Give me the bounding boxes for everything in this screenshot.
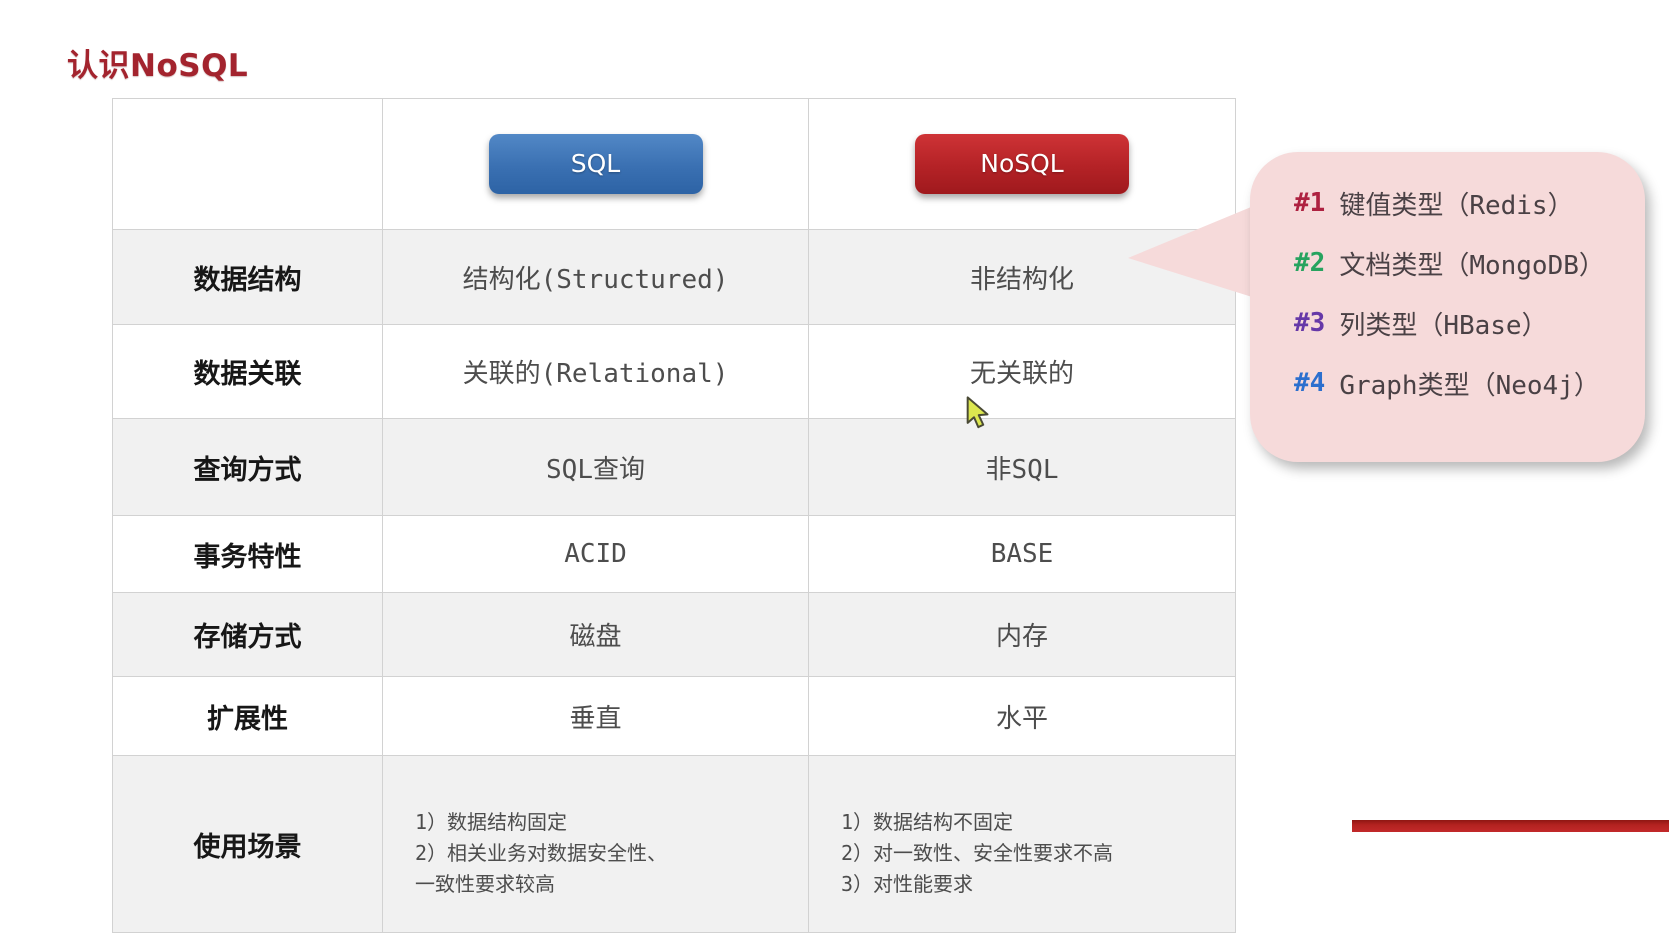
sql-cell: SQL查询 <box>382 418 809 516</box>
sql-cell: ACID <box>382 515 809 593</box>
list-item: #4 Graph类型（Neo4j） <box>1294 364 1625 402</box>
item-number: #2 <box>1294 248 1326 278</box>
nosql-types-callout: #1 键值类型（Redis） #2 文档类型（MongoDB） #3 列类型（H… <box>1250 152 1645 462</box>
row-label: 扩展性 <box>112 676 383 756</box>
list-item: #3 列类型（HBase） <box>1294 304 1625 342</box>
table-row: 查询方式 SQL查询 非SQL <box>112 418 1236 516</box>
table-row: 数据结构 结构化(Structured) 非结构化 <box>112 229 1236 325</box>
row-label: 使用场景 <box>112 755 383 933</box>
table-row: 事务特性 ACID BASE <box>112 515 1236 593</box>
sql-cell: 结构化(Structured) <box>382 229 809 325</box>
sql-cell: 磁盘 <box>382 592 809 677</box>
table-row: 扩展性 垂直 水平 <box>112 676 1236 756</box>
nosql-cell: 无关联的 <box>808 324 1236 419</box>
nosql-cell: 内存 <box>808 592 1236 677</box>
row-label: 查询方式 <box>112 418 383 516</box>
item-number: #3 <box>1294 308 1326 338</box>
nosql-cell: 1）数据结构不固定 2）对一致性、安全性要求不高 3）对性能要求 <box>808 755 1236 933</box>
item-text: 列类型（HBase） <box>1339 310 1548 341</box>
header-nosql-cell: NoSQL <box>808 98 1236 230</box>
header-empty-cell <box>112 98 383 230</box>
table-header-row: SQL NoSQL <box>112 98 1236 230</box>
red-bar-partial <box>1352 820 1669 832</box>
nosql-cell: 非SQL <box>808 418 1236 516</box>
table-row: 使用场景 1）数据结构固定 2）相关业务对数据安全性、 一致性要求较高 1）数据… <box>112 755 1236 933</box>
sql-badge: SQL <box>488 134 703 194</box>
nosql-badge: NoSQL <box>915 134 1129 194</box>
sql-cell: 垂直 <box>382 676 809 756</box>
table-row: 数据关联 关联的(Relational) 无关联的 <box>112 324 1236 419</box>
row-label: 存储方式 <box>112 592 383 677</box>
mouse-cursor-icon <box>966 396 989 429</box>
sql-nosql-comparison-table: SQL NoSQL 数据结构 结构化(Structured) 非结构化 数据关联… <box>112 98 1236 933</box>
header-sql-cell: SQL <box>382 98 809 230</box>
item-text: Graph类型（Neo4j） <box>1339 370 1600 401</box>
table-row: 存储方式 磁盘 内存 <box>112 592 1236 677</box>
row-label: 数据关联 <box>112 324 383 419</box>
page-title: 认识NoSQL <box>67 48 249 84</box>
item-text: 键值类型（Redis） <box>1339 190 1574 221</box>
nosql-cell: 水平 <box>808 676 1236 756</box>
list-item: #1 键值类型（Redis） <box>1294 184 1625 222</box>
sql-cell: 关联的(Relational) <box>382 324 809 419</box>
sql-cell: 1）数据结构固定 2）相关业务对数据安全性、 一致性要求较高 <box>382 755 809 933</box>
item-number: #1 <box>1294 188 1326 218</box>
list-item: #2 文档类型（MongoDB） <box>1294 244 1625 282</box>
row-label: 数据结构 <box>112 229 383 325</box>
item-text: 文档类型（MongoDB） <box>1339 250 1605 281</box>
item-number: #4 <box>1294 368 1326 398</box>
nosql-cell: BASE <box>808 515 1236 593</box>
callout-tail <box>1128 200 1268 302</box>
row-label: 事务特性 <box>112 515 383 593</box>
